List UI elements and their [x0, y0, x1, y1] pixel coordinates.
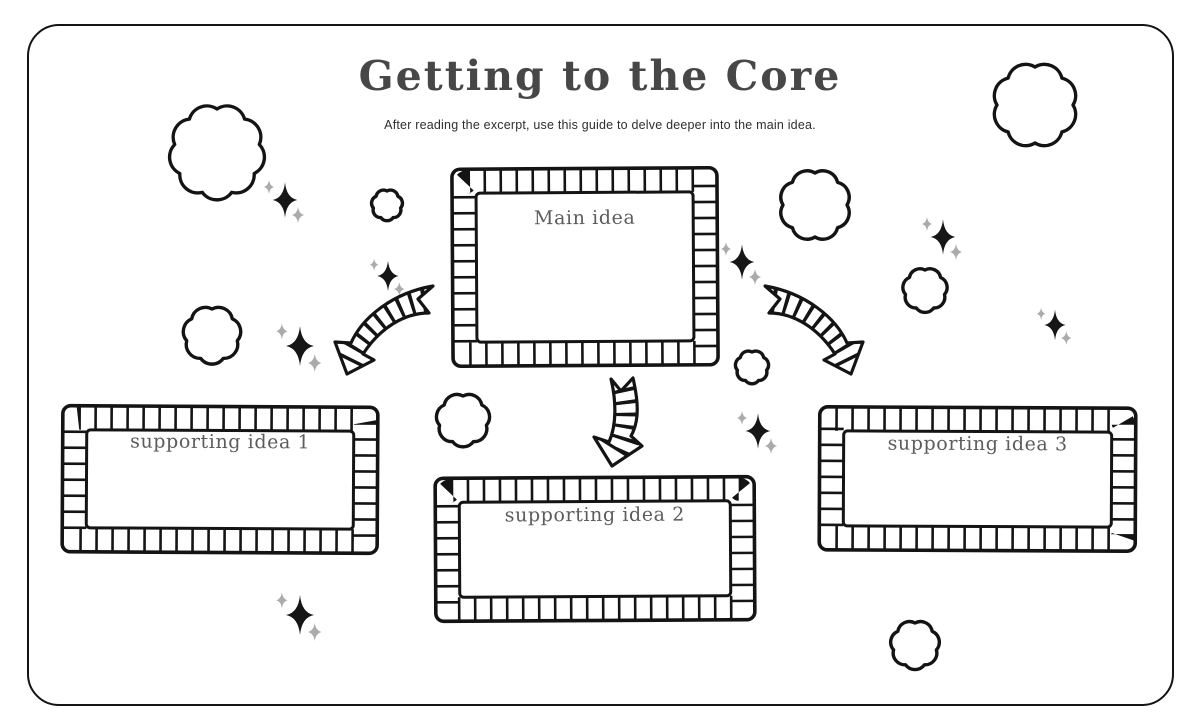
cloud-icon — [901, 267, 949, 315]
main-idea-box[interactable]: Main idea — [449, 165, 720, 369]
frame-border-icon — [817, 405, 1138, 553]
sparkle-icon — [922, 217, 962, 260]
curved-arrow-right-icon — [763, 284, 865, 376]
page-subtitle: After reading the excerpt, use this guid… — [384, 118, 816, 132]
supporting-idea-3-box[interactable]: supporting idea 3 — [817, 404, 1139, 553]
supporting-idea-2-box[interactable]: supporting idea 2 — [433, 474, 758, 624]
main-idea-label: Main idea — [533, 206, 636, 230]
frame-border-icon — [60, 403, 380, 556]
sparkle-icon — [276, 323, 322, 373]
frame-border-icon — [450, 165, 720, 369]
cloud-icon — [181, 305, 243, 366]
supporting-idea-3-label: supporting idea 3 — [887, 432, 1068, 456]
sparkle-icon — [369, 258, 405, 296]
sparkle-icon — [1036, 307, 1072, 345]
cloud-icon — [733, 349, 771, 386]
cloud-icon — [888, 619, 942, 672]
sparkle-icon — [264, 180, 304, 223]
sparkle-icon — [276, 592, 322, 642]
frame-border-icon — [433, 474, 757, 624]
cloud-icon — [434, 392, 492, 449]
supporting-idea-1-label: supporting idea 1 — [130, 430, 311, 454]
supporting-idea-2-label: supporting idea 2 — [504, 503, 685, 527]
sparkle-icon — [721, 242, 761, 285]
curved-arrow-left-icon — [333, 284, 435, 376]
sparkle-icon — [737, 411, 777, 454]
cloud-icon — [779, 169, 851, 241]
page-border — [27, 24, 1174, 706]
cloud-icon — [992, 62, 1078, 148]
cloud-icon — [167, 104, 267, 202]
curved-arrow-down-icon — [592, 376, 644, 468]
page-title: Getting to the Core — [358, 52, 842, 100]
cloud-icon — [369, 188, 405, 223]
supporting-idea-1-box[interactable]: supporting idea 1 — [60, 403, 381, 556]
